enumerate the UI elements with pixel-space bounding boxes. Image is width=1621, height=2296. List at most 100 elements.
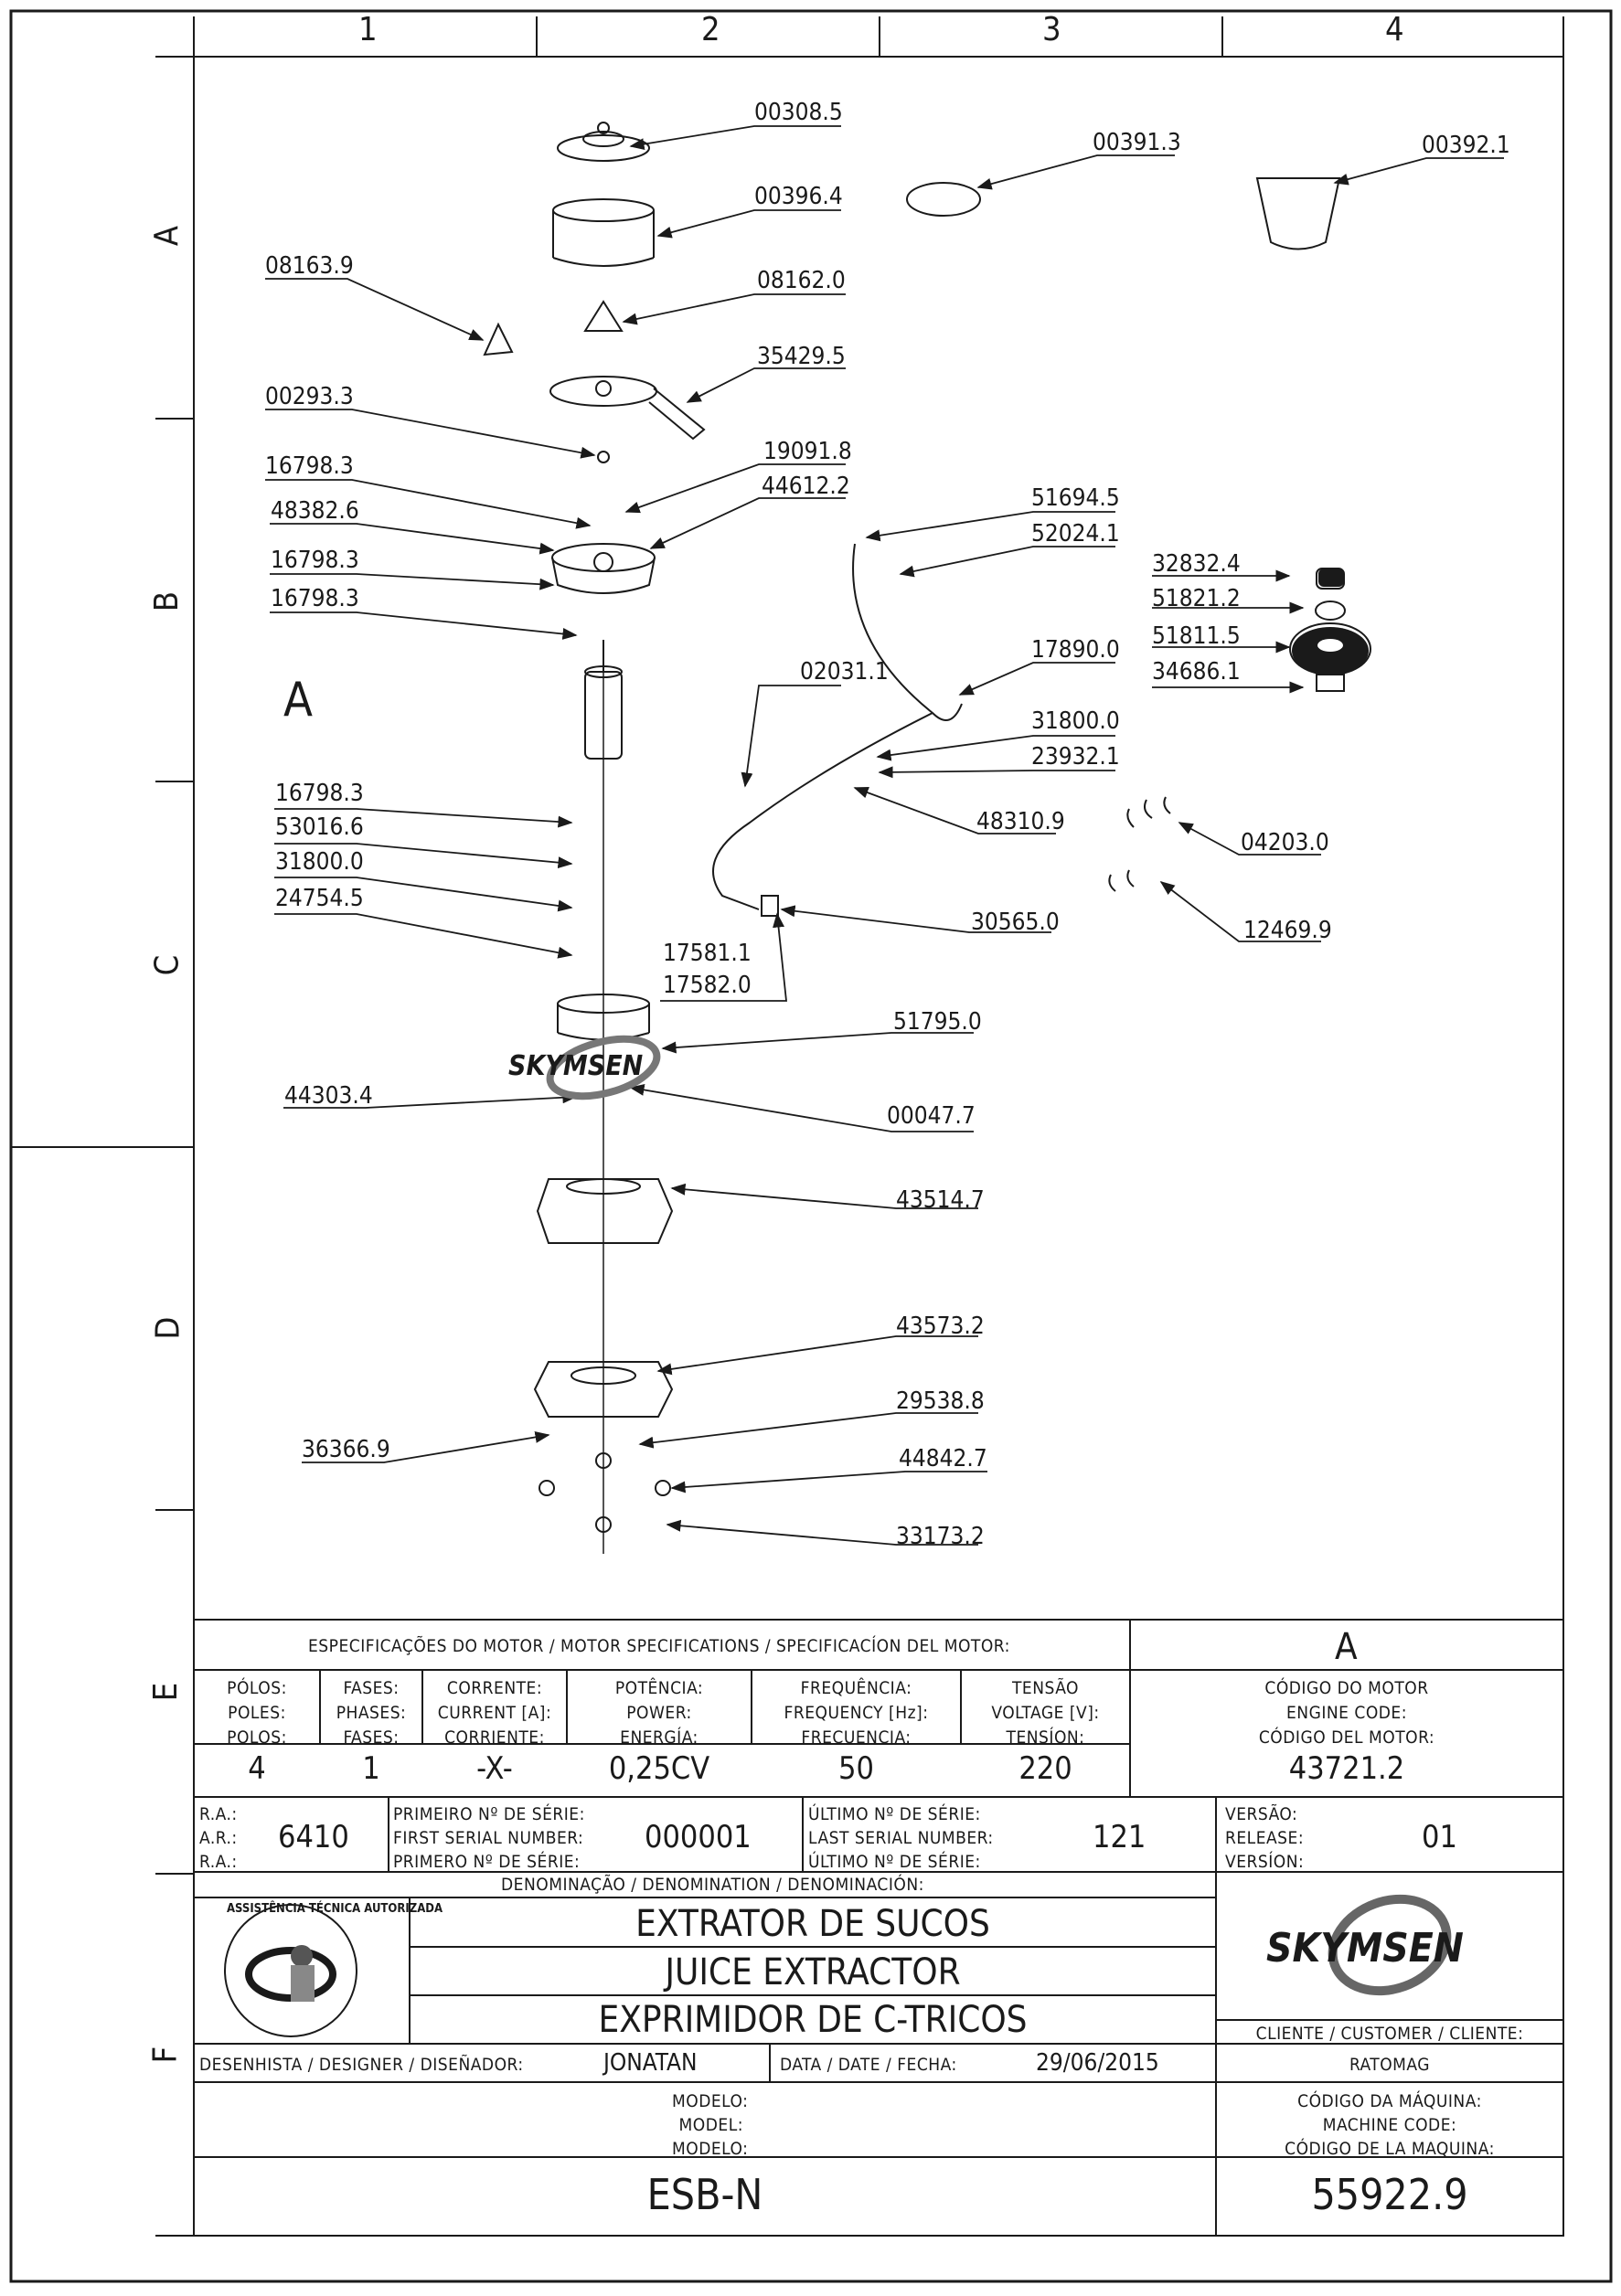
part-label: 31800.0 <box>275 848 364 876</box>
part-label: 00391.3 <box>1093 129 1181 156</box>
switch-part <box>761 895 779 917</box>
motor-spec-label: POTÊNCIA:POWER:ENERGÍA: <box>614 1678 704 1748</box>
row-label-E: E <box>147 1682 186 1702</box>
client-label: CLIENTE / CUSTOMER / CLIENTE: <box>1255 2024 1524 2044</box>
first-serial-labels: PRIMEIRO Nº DE SÉRIE:FIRST SERIAL NUMBER… <box>393 1804 585 1872</box>
lid-part <box>557 122 650 162</box>
part-label: 16798.3 <box>271 547 359 574</box>
client-value: RATOMAG <box>1349 2055 1431 2075</box>
part-label: 51795.0 <box>893 1008 982 1036</box>
motor-spec-header: ESPECIFICAÇÕES DO MOTOR / MOTOR SPECIFIC… <box>308 1636 1010 1656</box>
part-label: 44612.2 <box>762 473 850 500</box>
part-label: 44842.7 <box>899 1445 987 1472</box>
part-label: 23932.1 <box>1031 743 1120 771</box>
date-value: 29/06/2015 <box>1036 2049 1159 2077</box>
part-label: 19091.8 <box>763 438 852 465</box>
part-label: 04203.0 <box>1241 829 1329 856</box>
part-label: 43514.7 <box>896 1186 985 1214</box>
foot-right <box>655 1480 671 1496</box>
motor-spec-label: CORRENTE:CURRENT [A]:CORRIENTE: <box>437 1678 552 1748</box>
power-cord <box>712 543 963 910</box>
brand-swoosh <box>546 1035 1452 1996</box>
first-serial-value: 000001 <box>645 1819 752 1855</box>
foot-center <box>595 1452 612 1469</box>
part-label: 12469.9 <box>1243 917 1332 944</box>
part-label: 00293.3 <box>265 383 354 410</box>
machine-code-value: 55922.9 <box>1311 2170 1468 2219</box>
upper-housing-part <box>551 543 656 594</box>
model-labels: MODELO:MODEL:MODELO: <box>672 2091 749 2159</box>
part-label: 53016.6 <box>275 813 364 841</box>
denomination-line-es: EXPRIMIDOR DE C-TRICOS <box>598 1999 1028 2041</box>
part-label: 44303.4 <box>284 1082 373 1110</box>
knob-window <box>1317 639 1343 652</box>
part-label: 08162.0 <box>757 267 846 294</box>
row-label-F: F <box>146 2046 185 2064</box>
leader-lines <box>265 125 1504 1546</box>
part-label: 52024.1 <box>1031 520 1120 547</box>
denomination-line-pt: EXTRATOR DE SUCOS <box>635 1903 990 1945</box>
col-label-1: 1 <box>358 11 378 48</box>
row-label-C: C <box>148 954 187 976</box>
cone-large-part <box>583 300 624 332</box>
bottom-plate-part <box>533 1361 674 1418</box>
motor-spec-value: -X- <box>476 1750 513 1787</box>
motor-spec-value: 4 <box>248 1750 266 1787</box>
row-label-B: B <box>148 590 187 612</box>
brand-logo-title: SKYMSEN <box>1266 1925 1464 1972</box>
clip-group-2 <box>1108 869 1135 892</box>
motor-spec-label: FASES:PHASES:FASES: <box>336 1678 407 1748</box>
ra-value: 6410 <box>278 1819 349 1855</box>
motor-spec-label: FREQUÊNCIA:FREQUENCY [Hz]:FRECUENCIA: <box>784 1678 929 1748</box>
part-label: 17890.0 <box>1031 636 1120 664</box>
part-label: 00392.1 <box>1422 132 1510 159</box>
knob-cap-fill <box>1318 569 1344 587</box>
seal-text: ASSISTÊNCIA TÉCNICA AUTORIZADA <box>227 1902 443 1916</box>
version-labels: VERSÃO:RELEASE:VERSÍON: <box>1225 1804 1305 1872</box>
clip-group-1 <box>1126 796 1171 828</box>
motor-spec-value: 220 <box>1018 1750 1072 1787</box>
col-label-3: 3 <box>1042 11 1061 48</box>
part-label: 00396.4 <box>754 183 843 210</box>
part-label: 32832.4 <box>1152 550 1241 578</box>
part-label: 16798.3 <box>271 585 359 612</box>
row-label-A: A <box>148 225 187 247</box>
part-label: 51821.2 <box>1152 585 1241 612</box>
version-value: 01 <box>1422 1819 1457 1855</box>
part-label: 48382.6 <box>271 497 359 525</box>
part-label: 30565.0 <box>971 909 1060 936</box>
foot-back <box>595 1516 612 1533</box>
cone-small-part <box>483 322 514 356</box>
denomination-line-en: JUICE EXTRACTOR <box>665 1951 961 1993</box>
part-label: 16798.3 <box>275 780 364 807</box>
designer-value: JONATAN <box>603 2049 698 2077</box>
ra-labels: R.A.:A.R.:R.A.: <box>199 1804 238 1872</box>
part-label: 51694.5 <box>1031 484 1120 512</box>
authorized-service-seal <box>224 1904 357 2037</box>
motor-spec-label: PÓLOS:POLES:POLOS: <box>227 1678 287 1748</box>
brand-logo-drawing: SKYMSEN <box>508 1050 644 1082</box>
part-label: 29538.8 <box>896 1387 985 1415</box>
part-label: 00308.5 <box>754 99 843 126</box>
denomination-header: DENOMINAÇÃO / DENOMINATION / DENOMINACIÓ… <box>501 1875 924 1895</box>
part-label: 02031.1 <box>800 658 889 686</box>
motor-spec-value: 1 <box>362 1750 380 1787</box>
body-base-part <box>536 1178 674 1244</box>
cup-part <box>552 198 655 267</box>
part-label: 48310.9 <box>976 808 1065 835</box>
part-label: 35429.5 <box>757 343 846 370</box>
washer-part <box>597 451 610 463</box>
model-value: ESB-N <box>646 2170 763 2219</box>
motor-spec-value: 0,25CV <box>608 1750 710 1787</box>
motor-spec-value: 43721.2 <box>1288 1750 1405 1787</box>
title-block-lines <box>194 1619 1563 2236</box>
plastic-cup-part <box>1255 177 1341 250</box>
strainer-part <box>906 182 981 217</box>
motor-reference-letter: A <box>283 673 313 728</box>
juice-plate-part <box>549 376 706 441</box>
col-label-4: 4 <box>1385 11 1404 48</box>
